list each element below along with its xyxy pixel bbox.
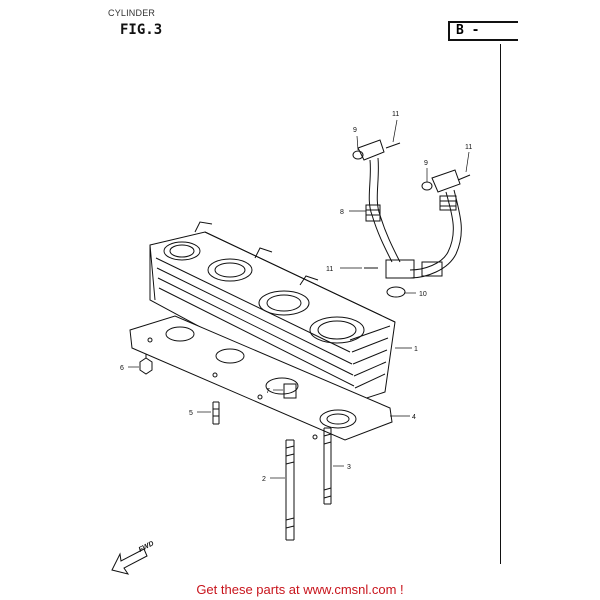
- callout-2: 2: [262, 476, 266, 483]
- callout-4: 4: [412, 414, 416, 421]
- callout-9-left: 9: [353, 127, 357, 134]
- callout-11-top: 11: [392, 111, 399, 118]
- callout-11-right: 11: [465, 144, 472, 151]
- page-ref-box: B -: [448, 21, 518, 41]
- callout-7: 7: [266, 388, 270, 395]
- callout-3: 3: [347, 464, 351, 471]
- figure-label: FIG.3: [120, 22, 163, 38]
- o-rings: [352, 150, 433, 298]
- callout-labels: 1 2 3 4 5 6 7 8 9 9 10 11 11 11: [120, 111, 472, 483]
- callout-1: 1: [414, 346, 418, 353]
- callout-5: 5: [189, 410, 193, 417]
- cylinder-block: [149, 221, 396, 406]
- stud-bolt-long: [285, 439, 295, 541]
- oil-hose-left: [357, 139, 401, 263]
- stud-bolt-short: [323, 427, 332, 505]
- dowel-pin: [212, 401, 220, 425]
- cap-nut: [139, 354, 153, 375]
- head-gasket: [129, 315, 393, 441]
- hose-union: [385, 259, 443, 279]
- callout-11-lower: 11: [326, 266, 333, 273]
- frame-line: [500, 44, 501, 564]
- leader-lines: [128, 119, 470, 479]
- callout-9-right: 9: [424, 160, 428, 167]
- callout-6: 6: [120, 365, 124, 372]
- fwd-label: FWD: [138, 540, 155, 553]
- callout-8: 8: [340, 209, 344, 216]
- promo-link[interactable]: Get these parts at www.cmsnl.com !: [196, 582, 404, 597]
- page-label: CYLINDER: [108, 8, 156, 18]
- fwd-arrow: [111, 548, 148, 575]
- dowel: [283, 383, 297, 399]
- callout-10: 10: [419, 291, 427, 298]
- hose-bolts: [364, 142, 471, 269]
